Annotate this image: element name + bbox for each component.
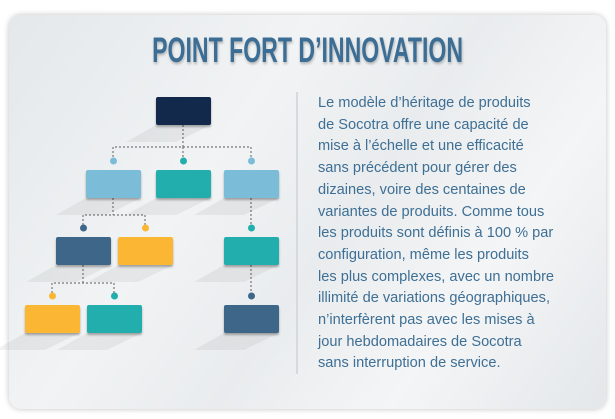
diagram-node: [156, 170, 211, 198]
diagram-node: [156, 97, 211, 125]
connector-dot: [248, 292, 255, 300]
description-line: dizaines, voire des centaines de: [318, 181, 526, 198]
node-shadow: [88, 265, 173, 282]
node-shadow: [56, 198, 141, 215]
diagram-node: [87, 305, 142, 333]
node-shadow: [0, 333, 80, 350]
connector-dot: [80, 224, 87, 232]
info-card: [9, 15, 606, 409]
node-shadow: [57, 333, 142, 350]
node-shadow: [194, 265, 279, 282]
node-shadow: [126, 198, 211, 215]
diagram-node: [224, 237, 279, 265]
diagram-node: [56, 237, 111, 265]
description-line: sans précédent pour gérer des: [318, 160, 517, 177]
node-shadow: [194, 333, 279, 350]
description-line: les plus complexes, avec un nombre: [318, 268, 555, 285]
description-line: sans interruption de service.: [318, 355, 501, 372]
connector-dot: [110, 157, 117, 165]
description-line: jour hebdomadaires de Socotra: [318, 333, 522, 350]
description-line: Le modèle d’héritage de produits: [318, 95, 531, 111]
node-shadow: [26, 265, 111, 282]
diagram-node: [86, 170, 141, 198]
connector-dot: [180, 157, 187, 165]
description-line: de Socotra offre une capacité de: [318, 116, 529, 133]
diagram-node: [224, 305, 279, 333]
diagram-node: [224, 170, 279, 198]
description-line: illimité de variations géographiques,: [318, 290, 551, 307]
description-line: variantes de produits. Comme tous: [318, 203, 545, 220]
description-line: les produits sont définis à 100 % par: [318, 225, 554, 242]
diagram-node: [118, 237, 173, 265]
connector-dot: [49, 292, 56, 300]
title-text: POINT FORT D’INNOVATION: [152, 31, 463, 70]
connector-lines: [51, 125, 252, 297]
diagram-node: [25, 305, 80, 333]
description-line: configuration, même les produits: [318, 246, 529, 263]
page-title: POINT FORT D’INNOVATION: [0, 31, 615, 71]
connector-dot: [248, 157, 255, 165]
description: Le modèle d’héritage de produits de Socot…: [318, 93, 603, 375]
connector-dot: [248, 224, 255, 232]
divider: [296, 92, 298, 374]
connector-dot: [111, 292, 118, 300]
node-shadow: [126, 125, 211, 142]
description-line: mise à l’échelle et une efficacité: [318, 138, 524, 155]
connector-dot: [142, 224, 149, 232]
description-line: n’interfèrent pas avec les mises à: [318, 312, 535, 329]
node-shadow: [194, 198, 279, 215]
